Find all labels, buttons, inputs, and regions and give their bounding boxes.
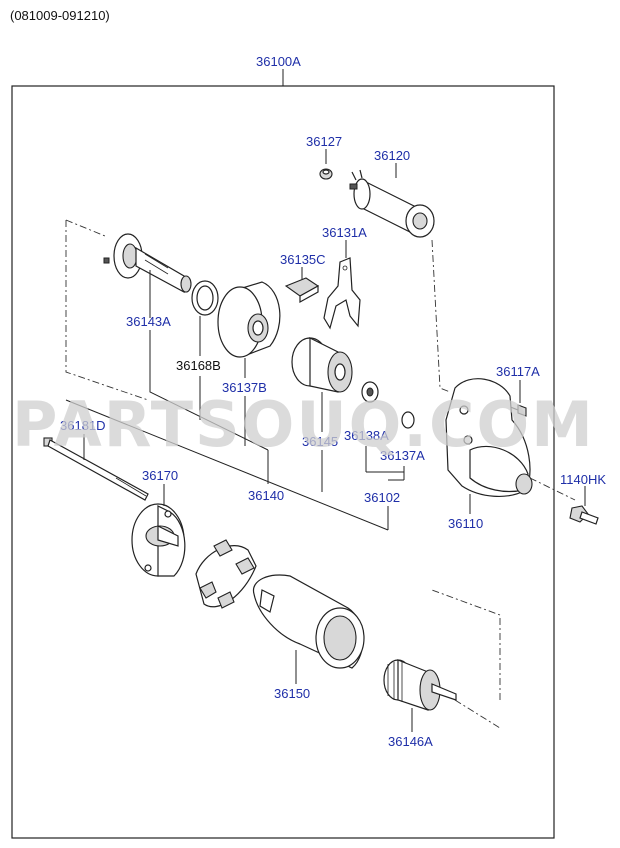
part-36145-overrunning-clutch[interactable] xyxy=(291,337,353,393)
part-label-1140HK[interactable]: 1140HK xyxy=(560,472,606,487)
part-36137B-gear-housing[interactable] xyxy=(217,281,281,358)
group-leaders xyxy=(65,330,405,531)
part-36143A-shaft[interactable] xyxy=(103,233,192,294)
part-label-36102[interactable]: 36102 xyxy=(364,490,400,505)
part-36138A-collar[interactable] xyxy=(361,381,379,403)
part-label-36150[interactable]: 36150 xyxy=(274,686,310,701)
part-36135C-plate[interactable] xyxy=(284,277,320,304)
part-36110-front-housing[interactable] xyxy=(445,378,533,497)
part-1140HK-bolt[interactable] xyxy=(569,505,599,525)
part-label-36135C[interactable]: 36135C xyxy=(280,252,326,267)
part-label-36137A[interactable]: 36137A xyxy=(380,448,425,463)
part-36146A-armature[interactable] xyxy=(383,659,457,711)
part-label-36131A[interactable]: 36131A xyxy=(322,225,367,240)
brush-holder xyxy=(195,539,257,609)
part-36120-solenoid[interactable] xyxy=(349,169,435,238)
part-label-36138A[interactable]: 36138A xyxy=(344,428,389,443)
part-36170-end-frame[interactable] xyxy=(131,503,186,577)
part-label-36100A[interactable]: 36100A xyxy=(256,54,301,69)
part-36137A-snap-ring[interactable] xyxy=(401,411,415,429)
date-range-label: (081009-091210) xyxy=(10,8,110,23)
part-36168B-washer[interactable] xyxy=(191,280,219,316)
watermark-text: PARTSOUQ.COM xyxy=(12,388,595,461)
part-label-36140[interactable]: 36140 xyxy=(248,488,284,503)
part-label-36170[interactable]: 36170 xyxy=(142,468,178,483)
part-label-36127[interactable]: 36127 xyxy=(306,134,342,149)
part-label-36120[interactable]: 36120 xyxy=(374,148,410,163)
part-label-36145[interactable]: 36145 xyxy=(302,434,338,449)
part-label-36137B[interactable]: 36137B xyxy=(222,380,267,395)
part-label-36117A[interactable]: 36117A xyxy=(496,364,540,379)
part-label-36110[interactable]: 36110 xyxy=(448,516,483,531)
part-label-36143A[interactable]: 36143A xyxy=(126,314,171,329)
part-36150-yoke[interactable] xyxy=(252,574,365,669)
phantom-lines xyxy=(65,219,576,729)
part-label-36181D[interactable]: 36181D xyxy=(60,418,106,433)
part-36127-nut[interactable] xyxy=(319,168,333,180)
part-label-36146A[interactable]: 36146A xyxy=(388,734,433,749)
part-label-36168B[interactable]: 36168B xyxy=(176,358,221,373)
part-36181D-through-bolt[interactable] xyxy=(43,437,149,501)
part-36131A-shift-lever[interactable] xyxy=(323,257,361,330)
